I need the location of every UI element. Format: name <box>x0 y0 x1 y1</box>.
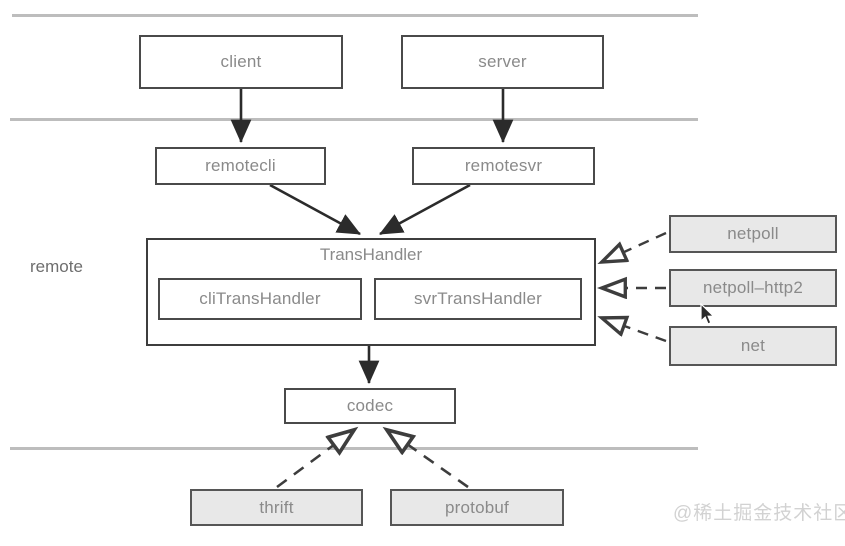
node-client[interactable]: client <box>139 35 343 89</box>
node-netpoll-http2[interactable]: netpoll–http2 <box>669 269 837 307</box>
node-protobuf-label: protobuf <box>445 497 509 517</box>
node-remotesvr-label: remotesvr <box>464 156 543 175</box>
layer-divider-middle <box>10 118 698 121</box>
node-client-label: client <box>220 52 262 71</box>
node-cli-trans-handler-label: cliTransHandler <box>199 289 321 308</box>
node-remotesvr[interactable]: remotesvr <box>412 147 595 185</box>
watermark: @稀土掘金技术社区 <box>673 503 845 524</box>
node-codec[interactable]: codec <box>284 388 456 424</box>
node-server-label: server <box>478 52 527 71</box>
node-trans-handler-label: TransHandler <box>319 245 423 264</box>
node-netpoll-http2-label: netpoll–http2 <box>703 278 803 297</box>
node-thrift-label: thrift <box>259 497 294 517</box>
node-netpoll[interactable]: netpoll <box>669 215 837 253</box>
node-protobuf[interactable]: protobuf <box>390 489 564 526</box>
node-net-label: net <box>740 336 766 355</box>
node-cli-trans-handler[interactable]: cliTransHandler <box>158 278 362 320</box>
node-server[interactable]: server <box>401 35 604 89</box>
node-svr-trans-handler-label: svrTransHandler <box>413 289 543 308</box>
node-trans-handler[interactable]: TransHandler cliTransHandler svrTransHan… <box>146 238 596 346</box>
node-codec-label: codec <box>346 396 394 415</box>
layer-divider-top <box>12 14 698 17</box>
node-thrift[interactable]: thrift <box>190 489 363 526</box>
node-netpoll-label: netpoll <box>727 224 779 243</box>
group-label-remote: remote <box>30 257 83 276</box>
node-svr-trans-handler[interactable]: svrTransHandler <box>374 278 582 320</box>
node-remotecli[interactable]: remotecli <box>155 147 326 185</box>
node-remotecli-label: remotecli <box>205 156 276 175</box>
node-net[interactable]: net <box>669 326 837 366</box>
layer-divider-bottom <box>10 447 698 450</box>
